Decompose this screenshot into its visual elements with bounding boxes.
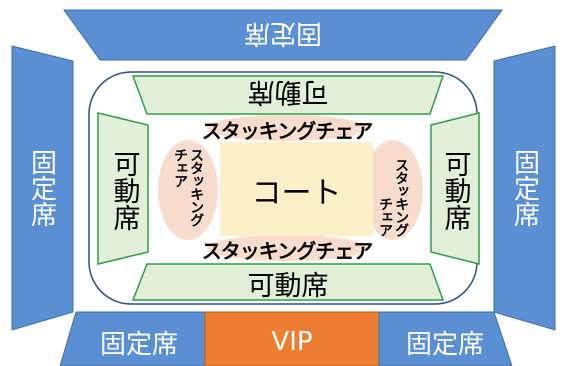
movable-seat-left-label: 可動席	[108, 149, 140, 231]
fixed-seat-bottom-left-block	[59, 311, 206, 366]
stacking-chair-right-label: スタッキング チェア	[371, 150, 415, 236]
movable-seat-top-label: 可動席	[247, 76, 329, 108]
fixed-seat-left-label: 固定席	[26, 149, 57, 227]
stacking-chair-right-line1: スタッキング	[393, 158, 410, 236]
stacking-chair-left-line1: スタッキング	[188, 148, 205, 226]
fixed-seat-left-block	[11, 45, 74, 331]
stacking-chair-area-bottom	[207, 235, 367, 261]
fixed-seat-bottom-right-block	[378, 311, 513, 366]
stacking-chair-left-label: スタッキング チェア	[166, 148, 210, 234]
fixed-seat-bottom-left-label: 固定席	[99, 329, 178, 360]
fixed-seat-top-label: 固定席	[244, 18, 323, 49]
stacking-chair-bottom-label: スタッキングチェア	[201, 238, 373, 263]
movable-seat-bottom-label: 可動席	[247, 270, 329, 302]
fixed-seat-right-block	[493, 45, 556, 331]
stacking-chair-right-line2: チェア	[377, 197, 393, 236]
stacking-chair-left-line2: チェア	[172, 148, 188, 187]
stacking-chair-area-right	[363, 140, 423, 240]
movable-seat-top	[131, 75, 445, 115]
court-label: コート	[251, 176, 342, 211]
stacking-chair-area-top	[207, 115, 367, 141]
vip-label: VIP	[271, 327, 313, 357]
stacking-chair-top-label: スタッキングチェア	[201, 118, 373, 143]
fixed-seat-top-block	[63, 9, 503, 61]
movable-seat-bottom	[131, 263, 445, 301]
stacking-chair-area-left	[158, 140, 218, 240]
fixed-seat-right-label: 固定席	[509, 149, 540, 227]
movable-seat-right-label: 可動席	[439, 149, 471, 231]
court	[220, 142, 373, 236]
movable-seat-right	[430, 112, 480, 265]
movable-seat-left	[97, 112, 149, 265]
fixed-seat-bottom-right-label: 固定席	[405, 329, 484, 360]
